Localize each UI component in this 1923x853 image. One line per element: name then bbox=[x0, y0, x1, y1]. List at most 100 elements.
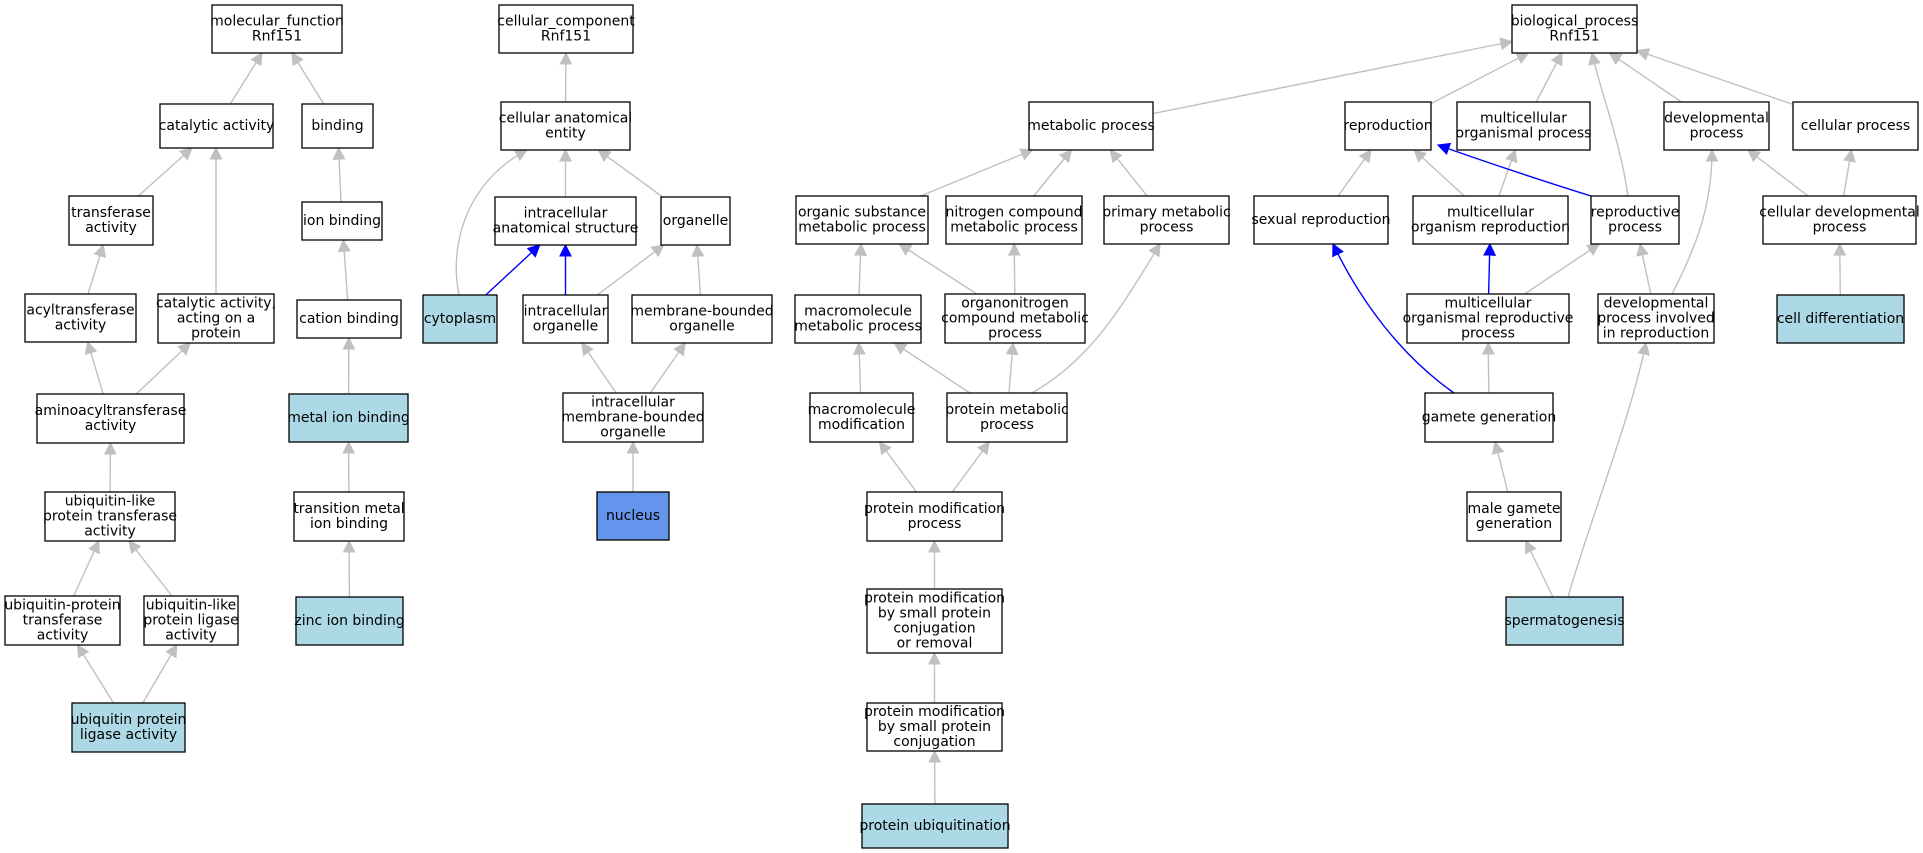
node-box bbox=[71, 702, 186, 753]
node-box bbox=[866, 588, 1003, 654]
node-box bbox=[143, 595, 239, 646]
node-spermatogenesis[interactable]: spermatogenesis bbox=[1504, 596, 1625, 646]
edge-line bbox=[1005, 341, 1019, 394]
edge-multi_repro_proc-to-multi_repro bbox=[1483, 242, 1497, 295]
edge-primary-to-metabolic bbox=[1109, 148, 1148, 197]
node-label-line: generation bbox=[1476, 516, 1552, 532]
edge-ub_ligase-to-ubl_ligase bbox=[142, 643, 178, 704]
node-label-line: acyltransferase bbox=[26, 303, 134, 319]
node-label-line: protein modification bbox=[864, 591, 1005, 607]
node-zinc[interactable]: zinc ion binding bbox=[294, 596, 405, 646]
node-box bbox=[861, 803, 1009, 849]
node-label-line: process bbox=[1813, 220, 1867, 236]
edge-male_gamete-to-gamete_gen bbox=[1491, 440, 1509, 493]
node-ubiquitination[interactable]: protein ubiquitination bbox=[859, 803, 1011, 849]
edge-protein_metab-to-primary bbox=[1031, 242, 1161, 394]
node-cellular-proc[interactable]: cellular process bbox=[1792, 101, 1919, 151]
node-box bbox=[422, 294, 498, 344]
edge-line bbox=[337, 238, 351, 301]
node-gamete-gen[interactable]: gamete generation bbox=[1422, 392, 1556, 443]
edge-multi_repro-to-multi_org bbox=[1498, 148, 1518, 197]
edge-cell_dev-to-developmental bbox=[1746, 149, 1809, 197]
node-label-line: conjugation bbox=[893, 621, 975, 637]
edge-gamete_gen-to-sexual_repro bbox=[1332, 242, 1455, 394]
edge-cytoplasm-to-anat_entity bbox=[455, 149, 529, 296]
node-box bbox=[36, 393, 185, 444]
node-cytoplasm[interactable]: cytoplasm bbox=[422, 294, 498, 344]
edge-line bbox=[596, 244, 665, 296]
node-cell-diff[interactable]: cell differentiation bbox=[1776, 294, 1905, 344]
node-nucleus[interactable]: nucleus bbox=[596, 491, 670, 541]
node-box bbox=[795, 195, 929, 245]
node-label-line: by small protein bbox=[878, 606, 991, 622]
node-label-line: developmental bbox=[1604, 296, 1709, 312]
node-label-line: cell differentiation bbox=[1777, 311, 1904, 327]
node-label-line: process bbox=[1140, 220, 1194, 236]
node-box bbox=[500, 101, 631, 151]
node-label-line: membrane-bounded bbox=[630, 304, 773, 320]
node-label-line: process involved bbox=[1597, 311, 1715, 327]
node-metal-ion[interactable]: metal ion binding bbox=[287, 393, 410, 443]
node-label-line: ubiquitin-protein bbox=[4, 598, 120, 614]
node-label-line: macromolecule bbox=[808, 402, 916, 418]
node-label-line: multicellular bbox=[1447, 205, 1534, 221]
edge-line bbox=[485, 244, 541, 296]
edge-spermatogenesis-to-male_gamete bbox=[1525, 539, 1554, 598]
node-metabolic[interactable]: metabolic process bbox=[1027, 101, 1155, 151]
edge-repro_proc-to-reproduction bbox=[1436, 142, 1592, 197]
node-organelle[interactable]: organelle bbox=[660, 196, 731, 246]
edge-gamete_gen-to-multi_repro_proc bbox=[1481, 341, 1495, 394]
node-box bbox=[68, 195, 154, 246]
node-ion-binding[interactable]: ion binding bbox=[301, 201, 383, 241]
edge-line bbox=[1436, 142, 1592, 197]
edge-line bbox=[291, 51, 325, 105]
node-label-line: aminoacyltransferase bbox=[35, 403, 187, 419]
edge-ub_ligase-to-ub_transferase bbox=[76, 643, 114, 704]
node-binding[interactable]: binding bbox=[301, 103, 374, 149]
node-label-line: sexual reproduction bbox=[1252, 212, 1391, 228]
node-reproduction[interactable]: reproduction bbox=[1343, 101, 1433, 151]
edge-line bbox=[73, 539, 100, 597]
node-catalytic[interactable]: catalytic activity bbox=[159, 103, 275, 149]
node-sexual-repro[interactable]: sexual reproduction bbox=[1252, 195, 1391, 245]
node-box bbox=[295, 596, 404, 646]
node-label-line: transferase bbox=[71, 205, 151, 221]
node-cation-binding[interactable]: cation binding bbox=[296, 299, 402, 339]
node-label-line: multicellular bbox=[1445, 296, 1532, 312]
